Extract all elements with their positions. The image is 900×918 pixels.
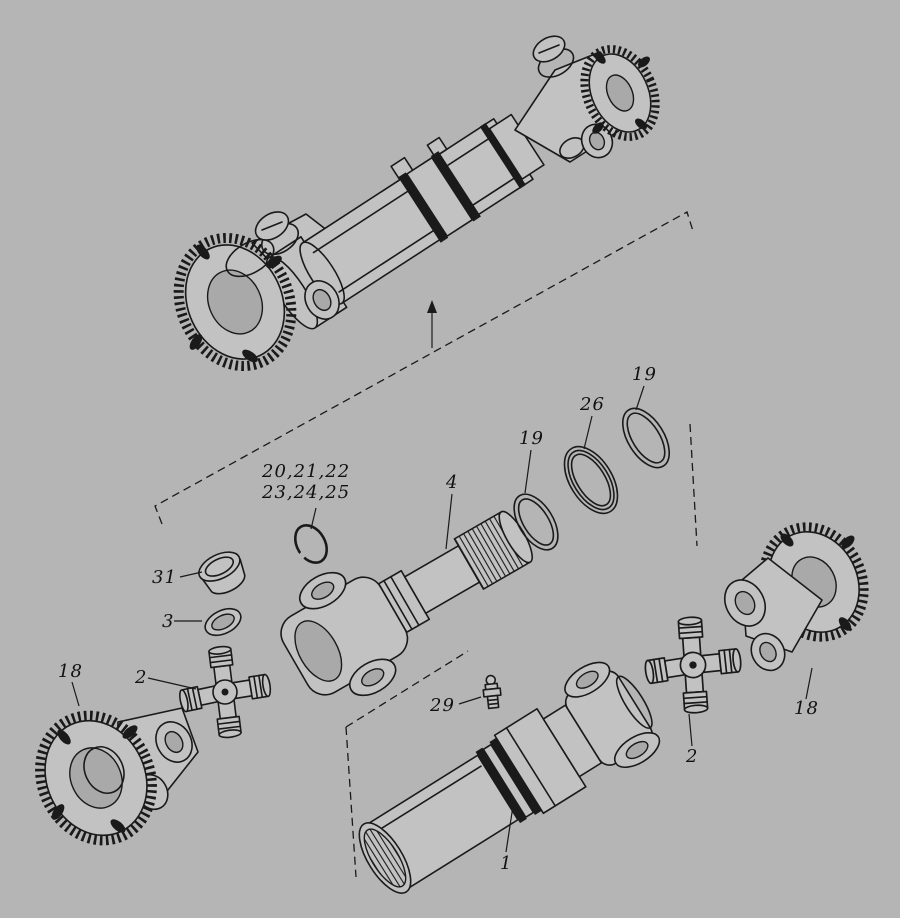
- leader-1: [505, 805, 514, 853]
- leader-2-right: [688, 713, 693, 747]
- leader-2-left: [147, 677, 197, 690]
- dust-cap: [198, 551, 246, 595]
- leader-31: [179, 571, 203, 578]
- leader-29: [458, 696, 482, 705]
- slip-yoke: [280, 510, 533, 697]
- seal-ring-first: [513, 493, 559, 551]
- callout-19-first: 19: [519, 428, 544, 449]
- leader-18-right: [805, 667, 813, 700]
- leader-18-left: [71, 681, 80, 707]
- serrated-flange-rim: [759, 522, 869, 642]
- flange-yoke-top-left: [173, 211, 340, 372]
- callout-3: 3: [162, 611, 174, 632]
- flange-yoke-top-right: [514, 35, 660, 163]
- serrated-flange-rim: [580, 45, 660, 141]
- callout-19-second: 19: [632, 364, 657, 385]
- callout-23-24-25: 23,24,25: [261, 482, 350, 503]
- flange-yoke-left: [35, 707, 199, 846]
- serrated-flange-rim: [173, 232, 297, 372]
- flange-yoke-right: [723, 522, 869, 672]
- serrated-flange-rim: [35, 710, 157, 846]
- callout-2-left: 2: [134, 667, 147, 688]
- leader-4: [445, 493, 453, 550]
- callout-26: 26: [579, 394, 605, 415]
- tube-shaft: [358, 661, 661, 894]
- bushing-ring: [563, 445, 619, 515]
- callout-2-right: 2: [685, 746, 698, 767]
- leader-26: [583, 415, 593, 450]
- leader-19-second: [635, 385, 645, 411]
- leader-20-25: [310, 507, 317, 530]
- seal-ring-second: [621, 407, 671, 469]
- leader-19-first: [524, 449, 532, 494]
- u-joint-spider-right: [641, 614, 744, 717]
- u-joint-spider-left: [178, 645, 271, 738]
- splined-bore: [363, 828, 407, 888]
- callout-4: 4: [445, 472, 458, 493]
- snap-ring: [293, 524, 329, 564]
- callout-29: 29: [429, 695, 455, 716]
- assembled-driveshaft: [173, 35, 660, 372]
- callout-1: 1: [500, 853, 512, 874]
- boundary-dashes: [154, 211, 698, 878]
- callout-31: 31: [152, 567, 177, 588]
- assembly-arrow: [427, 300, 437, 348]
- leader-lines: [71, 385, 813, 853]
- callout-18-right: 18: [794, 698, 819, 719]
- grease-fitting: [482, 674, 502, 710]
- washer: [204, 607, 242, 637]
- callout-labels: 20,21,22 23,24,25 31 3 2 18 4 19 26 19 2…: [58, 364, 819, 874]
- callout-18-left: 18: [58, 661, 83, 682]
- callout-20-21-22: 20,21,22: [261, 461, 350, 482]
- driveshaft-tube: [265, 113, 545, 330]
